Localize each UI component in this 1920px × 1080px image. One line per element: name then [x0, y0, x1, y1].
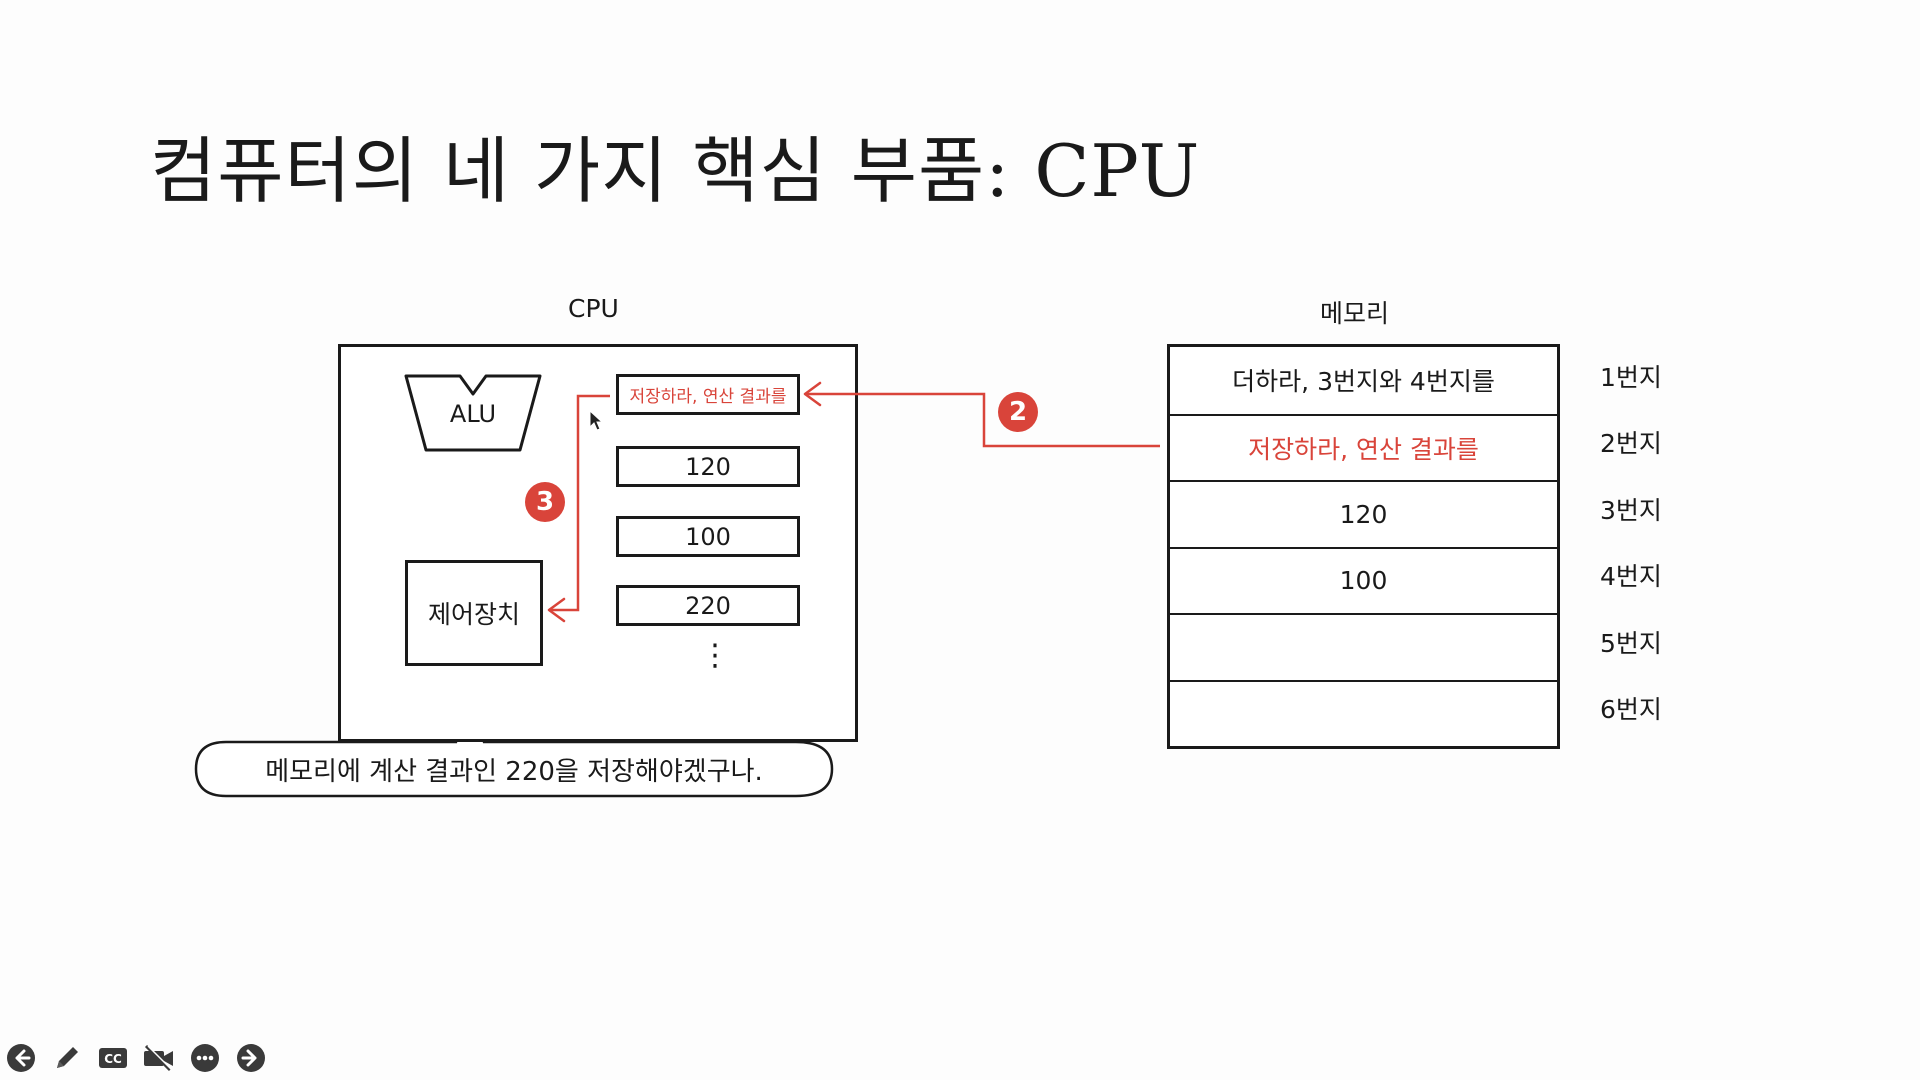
- alu-shape: [404, 374, 542, 452]
- memory-cell-4: 100: [1170, 546, 1557, 614]
- slide-title: 컴퓨터의 네 가지 핵심 부품: CPU: [150, 129, 1201, 213]
- memory-label: 메모리: [1320, 299, 1390, 328]
- arrow-right-icon[interactable]: [234, 1041, 268, 1075]
- address-2: 2번지: [1600, 429, 1662, 458]
- step-2-badge: 2: [998, 392, 1038, 432]
- register-3: 100: [616, 516, 800, 557]
- bubble-shape: [194, 690, 834, 798]
- address-4: 4번지: [1600, 562, 1662, 591]
- mouse-cursor-icon: [589, 410, 603, 431]
- memory-cell-5: [1170, 613, 1557, 680]
- video-off-icon[interactable]: [142, 1041, 176, 1075]
- memory-cell-1: 더하라, 3번지와 4번지를: [1232, 367, 1495, 397]
- memory-cell-6: [1170, 679, 1557, 747]
- arrow-left-icon[interactable]: [4, 1041, 38, 1075]
- memory-cell-2: 저장하라, 연산 결과를: [1170, 413, 1557, 481]
- register-2: 120: [616, 446, 800, 487]
- register-ellipsis: ⋮: [700, 638, 730, 673]
- speech-bubble-text: 메모리에 계산 결과인 220을 저장해야겠구나.: [265, 756, 763, 787]
- presentation-toolbar: CC: [4, 1040, 268, 1076]
- address-5: 5번지: [1600, 629, 1662, 658]
- register-1: 저장하라, 연산 결과를: [616, 374, 800, 415]
- address-6: 6번지: [1600, 695, 1662, 724]
- control-unit-label: 제어장치: [427, 600, 520, 629]
- pen-icon[interactable]: [50, 1041, 84, 1075]
- svg-text:CC: CC: [104, 1052, 122, 1066]
- memory-table: 더하라, 3번지와 4번지를 저장하라, 연산 결과를 120 100: [1167, 344, 1560, 749]
- cpu-label: CPU: [568, 294, 619, 323]
- control-unit: 제어장치: [405, 560, 543, 666]
- memory-cell-3: 120: [1170, 480, 1557, 547]
- closed-caption-icon[interactable]: CC: [96, 1041, 130, 1075]
- step-3-badge: 3: [525, 482, 565, 522]
- more-icon[interactable]: [188, 1041, 222, 1075]
- alu-label: ALU: [449, 400, 497, 428]
- address-1: 1번지: [1600, 363, 1662, 392]
- address-3: 3번지: [1600, 496, 1662, 525]
- register-4: 220: [616, 585, 800, 626]
